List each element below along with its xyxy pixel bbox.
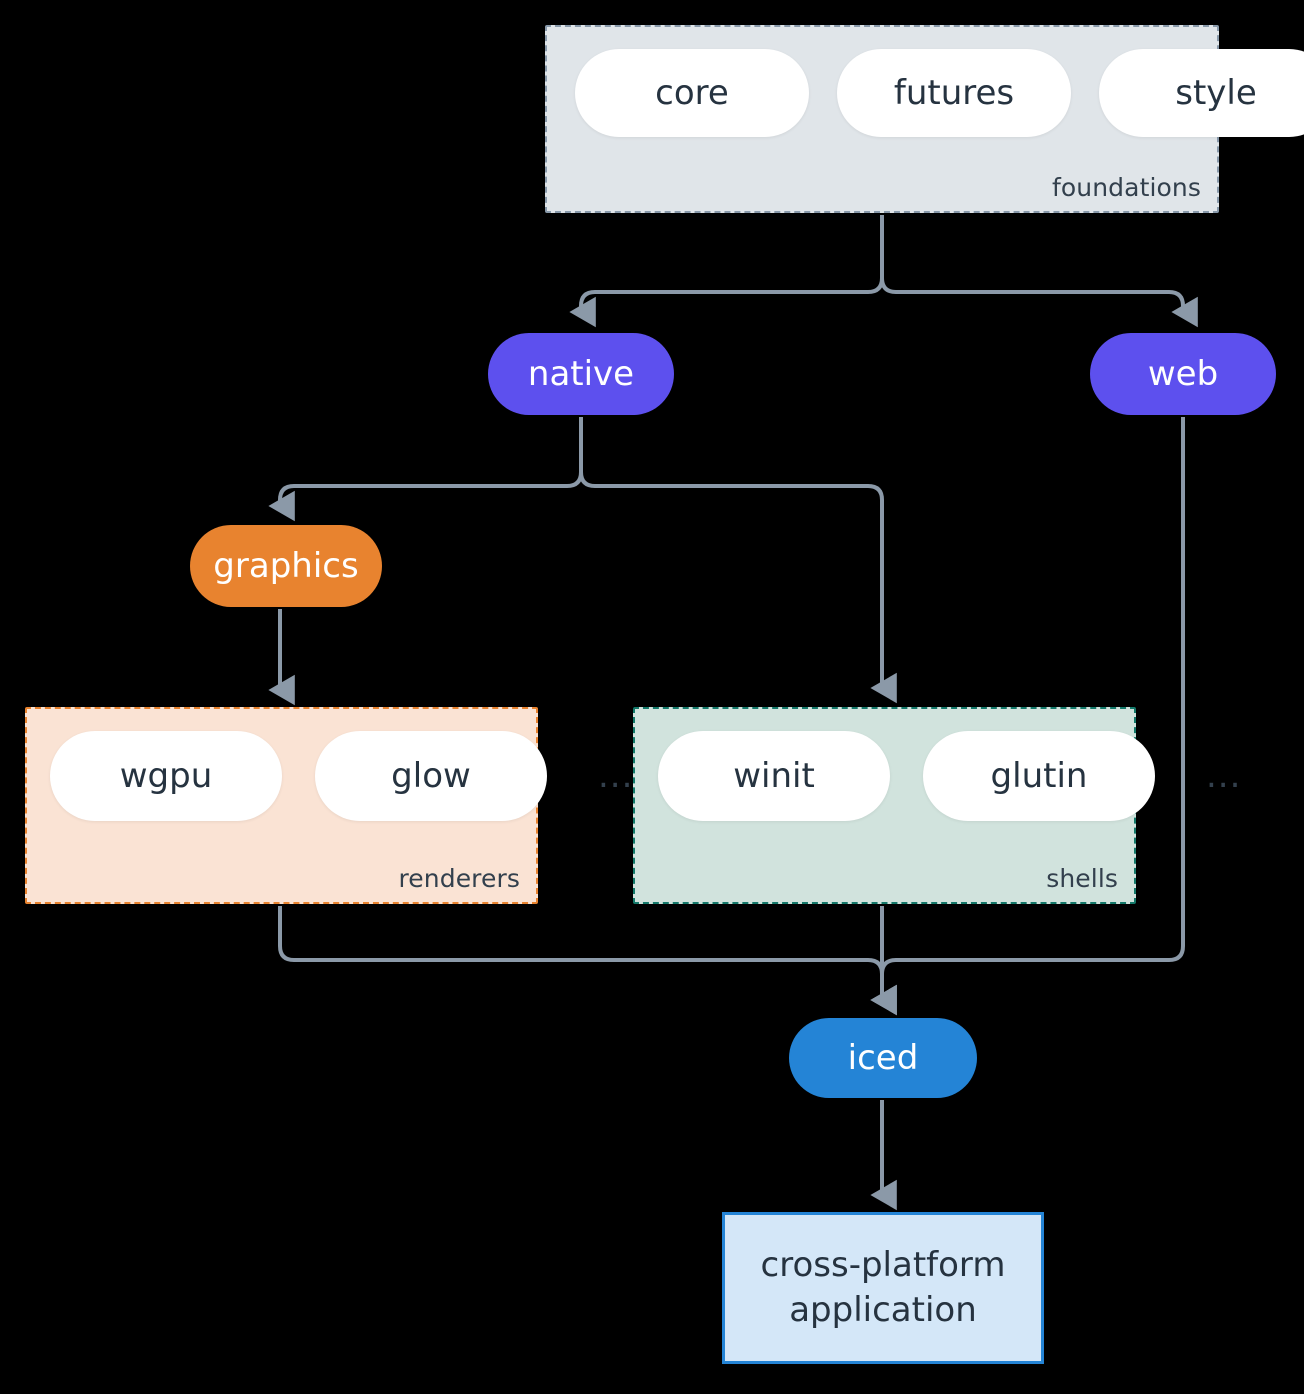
renderers-pill-row: wgpu glow ...: [50, 731, 633, 821]
node-graphics[interactable]: graphics: [190, 525, 382, 607]
edge-foundations-to-web: [880, 215, 1198, 328]
pill-core[interactable]: core: [575, 49, 809, 137]
group-foundations: core futures style foundations: [545, 25, 1304, 213]
pill-winit[interactable]: winit: [658, 731, 890, 821]
pill-wgpu[interactable]: wgpu: [50, 731, 282, 821]
pill-glow[interactable]: glow: [315, 731, 547, 821]
node-iced[interactable]: iced: [789, 1018, 977, 1098]
node-native[interactable]: native: [488, 333, 674, 415]
edge-foundations-to-native: [569, 215, 884, 328]
node-web[interactable]: web: [1090, 333, 1276, 415]
group-label-foundations: foundations: [1052, 173, 1201, 202]
application-line-2: application: [789, 1290, 977, 1330]
edge-native-to-graphics: [268, 417, 583, 522]
pill-futures[interactable]: futures: [837, 49, 1071, 137]
edge-native-to-shells: [579, 417, 897, 704]
shells-pill-row: winit glutin ...: [658, 731, 1241, 821]
application-line-1: cross-platform: [760, 1245, 1006, 1286]
edge-renderers-to-iced: [278, 906, 897, 1016]
group-label-renderers: renderers: [398, 864, 520, 893]
group-shells: winit glutin ... shells: [633, 707, 1240, 904]
group-label-shells: shells: [1046, 864, 1118, 893]
pill-glutin[interactable]: glutin: [923, 731, 1155, 821]
shells-ellipsis: ...: [1206, 756, 1242, 796]
renderers-ellipsis: ...: [598, 756, 634, 796]
group-renderers: wgpu glow ... renderers: [25, 707, 632, 904]
pill-style[interactable]: style: [1099, 49, 1304, 137]
foundations-pill-row: core futures style: [575, 49, 1304, 137]
node-cross-platform-application[interactable]: cross-platform application: [722, 1212, 1044, 1364]
